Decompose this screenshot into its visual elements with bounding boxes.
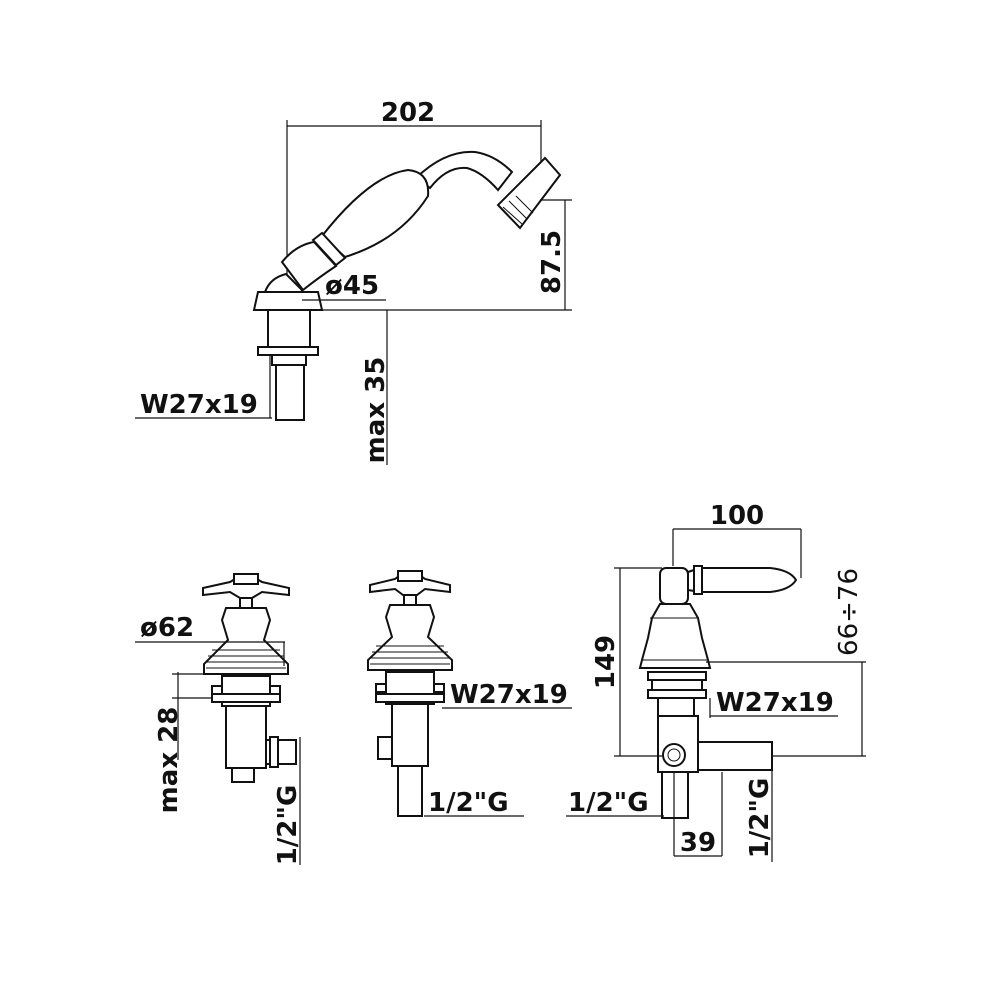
valve-body-middle	[391, 703, 429, 767]
spout-inlet-vertical-label: 1/2"G	[745, 778, 775, 859]
shower-holder	[252, 291, 324, 311]
spout-height-label: 149	[591, 635, 621, 689]
valve-left-drawing: ø62 max 28 1/2"G	[135, 573, 303, 866]
left-inlet-label: 1/2"G	[273, 785, 303, 866]
valve-bell-left	[203, 607, 289, 675]
spout-offset-label: 39	[680, 828, 716, 858]
shower-stem	[275, 364, 305, 421]
valve-bell-middle	[367, 604, 453, 671]
lever-hub	[659, 567, 689, 605]
left-max-label: max 28	[154, 707, 184, 814]
spout-outlet	[697, 741, 773, 771]
spout-inlet-left-label: 1/2"G	[568, 788, 649, 818]
shower-width-label: 202	[381, 98, 435, 128]
shower-height-label: 87.5	[537, 230, 567, 294]
spout-thread-label: W27x19	[716, 688, 834, 718]
middle-inlet-label: 1/2"G	[428, 788, 509, 818]
shower-max-label: max 35	[361, 357, 391, 464]
lever-handle	[687, 567, 798, 593]
shower-neck	[414, 150, 514, 192]
valve-body-left	[225, 705, 267, 769]
shower-thread-label: W27x19	[140, 390, 258, 420]
shower-head	[496, 156, 562, 230]
middle-thread-label: W27x19	[450, 680, 568, 710]
spout-mixer-drawing: 100 149 66÷76 W27x19 1/2"G 39 1/2"G	[566, 501, 866, 862]
spout-width-label: 100	[710, 501, 764, 531]
hand-shower-drawing: 202 ø45 87.5 max 35 W27x19	[135, 98, 572, 465]
shower-handle	[320, 168, 430, 259]
shower-diameter-label: ø45	[325, 271, 379, 301]
spout-range-label: 66÷76	[834, 568, 864, 656]
valve-middle-drawing: W27x19 1/2"G	[367, 570, 572, 818]
left-diameter-label: ø62	[140, 613, 194, 643]
spout-bell	[638, 603, 712, 669]
